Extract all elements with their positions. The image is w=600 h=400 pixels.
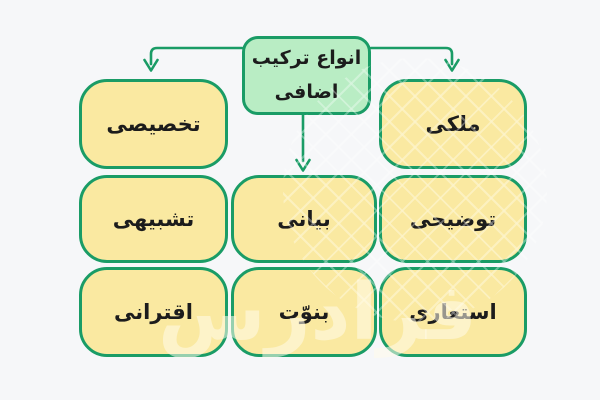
title-line-1: انواع ترکیب [251,47,362,70]
node-esteari: استعاری [379,267,527,357]
connector-left-arrow [143,46,244,72]
title-node: انواع ترکیب اضافی [242,36,371,115]
node-bonovvat: بنوّت [231,267,377,357]
node-takhsisi: تخصیصی [79,79,228,169]
title-line-2: اضافی [274,80,339,103]
connector-down-arrow [295,113,311,172]
node-tashbihi: تشبیهی [79,175,228,263]
node-melki: ملکی [379,79,527,169]
node-bayani: بیانی [231,175,377,263]
node-tozihi: توضیحی [379,175,527,263]
connector-right-arrow [369,46,460,72]
node-eqterani: اقترانی [79,267,228,357]
